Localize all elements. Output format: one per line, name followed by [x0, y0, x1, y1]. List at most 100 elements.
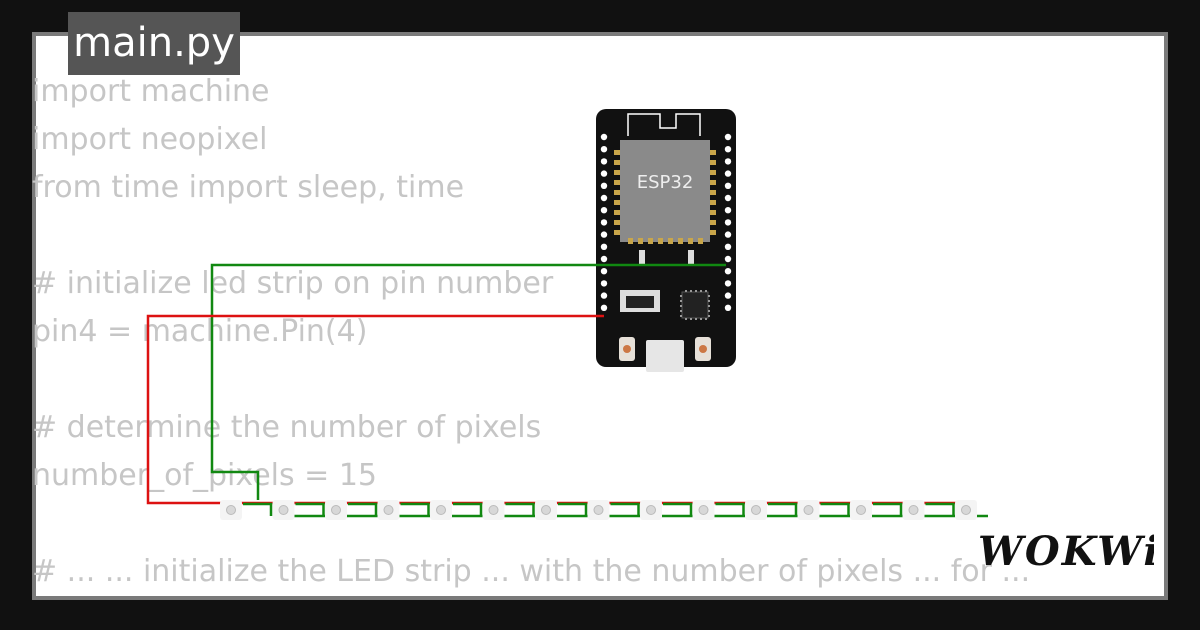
wire-power[interactable] — [146, 314, 960, 505]
chip-pad — [614, 190, 620, 195]
strip-link — [453, 502, 483, 516]
chip-pad — [710, 220, 716, 225]
chip-pad — [688, 238, 693, 244]
ic-pin — [680, 315, 682, 317]
ic-pin — [695, 318, 697, 320]
ic-pin — [680, 300, 682, 302]
led-strip[interactable] — [220, 500, 977, 520]
ic-pin — [690, 318, 692, 320]
strip-link — [768, 502, 798, 516]
chip-label: ESP32 — [637, 172, 694, 193]
led-pixel[interactable] — [640, 500, 662, 520]
led-pixel[interactable] — [272, 500, 295, 520]
strip-link — [715, 502, 745, 516]
file-tab-main-py[interactable]: main.py — [68, 12, 240, 75]
board-pin[interactable] — [724, 170, 732, 177]
code-line: from time import sleep, time — [32, 170, 465, 205]
strip-link — [820, 502, 850, 516]
board-pin[interactable] — [600, 170, 608, 177]
board-pin[interactable] — [724, 182, 732, 189]
board-pin[interactable] — [724, 158, 732, 165]
board-pin[interactable] — [600, 146, 608, 153]
board-pin[interactable] — [600, 207, 608, 214]
chip-pad — [678, 238, 683, 244]
led-pixel[interactable] — [745, 500, 767, 520]
ic-pin — [680, 305, 682, 307]
code-line: import neopixel — [32, 122, 268, 157]
led-pixel[interactable] — [692, 500, 715, 520]
led-pixel[interactable] — [535, 500, 557, 520]
board-pin[interactable] — [724, 280, 732, 287]
led-pixel[interactable] — [955, 500, 977, 520]
ic-pin — [680, 310, 682, 312]
code-line: # determine the number of pixels — [32, 410, 542, 445]
board-pin[interactable] — [724, 268, 732, 275]
board-pin[interactable] — [600, 268, 608, 275]
board-pin[interactable] — [724, 133, 732, 141]
ic-pin — [708, 310, 710, 312]
board-pin[interactable] — [600, 219, 608, 226]
board-pin[interactable] — [724, 146, 732, 153]
led-pixel[interactable] — [587, 500, 610, 520]
led-pixel[interactable] — [850, 500, 872, 520]
board-pin[interactable] — [724, 292, 732, 299]
led-pixel[interactable] — [325, 500, 347, 520]
chip-pad — [614, 220, 620, 225]
wokwi-logo: WOKWi — [978, 528, 1154, 575]
esp32-board[interactable]: ESP32 — [596, 109, 736, 372]
ic-pin — [695, 290, 697, 292]
board-pin[interactable] — [600, 243, 608, 250]
strip-link — [348, 502, 378, 516]
board-pin[interactable] — [724, 304, 732, 311]
chip-pad — [614, 180, 620, 185]
chip-pad — [710, 200, 716, 205]
ic-pin — [690, 290, 692, 292]
ic-pin — [685, 318, 687, 320]
board-pin[interactable] — [600, 231, 608, 238]
led-pixel[interactable] — [377, 500, 400, 520]
board-pin[interactable] — [600, 292, 608, 299]
ic-pin — [680, 295, 682, 297]
board-pin[interactable] — [724, 219, 732, 226]
board-pin[interactable] — [724, 255, 732, 263]
ic-pin — [708, 300, 710, 302]
chip-pad — [614, 230, 620, 235]
chip-pad — [710, 190, 716, 195]
board-pin[interactable] — [724, 207, 732, 214]
strip-link — [400, 502, 430, 516]
board-pin[interactable] — [600, 182, 608, 189]
board-pin[interactable] — [600, 194, 608, 202]
led-pixel[interactable] — [482, 500, 505, 520]
board-pin[interactable] — [600, 304, 608, 311]
ic-pin — [700, 318, 702, 320]
board-pin[interactable] — [724, 194, 732, 202]
board-pin[interactable] — [600, 255, 608, 263]
chip-pad — [710, 180, 716, 185]
wokwi-logo-text: WOKWi — [978, 528, 1154, 575]
strip-link — [663, 502, 693, 516]
board-pin[interactable] — [600, 158, 608, 165]
ic-pin — [708, 295, 710, 297]
ic-pin — [700, 290, 702, 292]
strip-link — [243, 502, 273, 516]
chip-pad — [628, 238, 633, 244]
led-pixel[interactable] — [902, 500, 925, 520]
chip-pad — [614, 150, 620, 155]
board-pin[interactable] — [600, 280, 608, 287]
ic-pin — [708, 305, 710, 307]
chip-pad — [710, 160, 716, 165]
code-line: import machine — [32, 74, 270, 109]
board-pin[interactable] — [724, 231, 732, 238]
board-pin[interactable] — [724, 243, 732, 250]
strip-link — [505, 502, 535, 516]
code-line: # ... ... initialize the LED strip ... w… — [32, 554, 1031, 589]
led-pixel[interactable] — [797, 500, 820, 520]
chip-pad — [710, 230, 716, 235]
led-pixel[interactable] — [220, 500, 242, 520]
board-pin[interactable] — [600, 133, 608, 141]
code-line: # initialize led strip on pin number — [32, 266, 554, 301]
led-pixel[interactable] — [430, 500, 452, 520]
strip-link — [610, 502, 640, 516]
chip-pad — [698, 238, 703, 244]
chip-pad — [648, 238, 653, 244]
